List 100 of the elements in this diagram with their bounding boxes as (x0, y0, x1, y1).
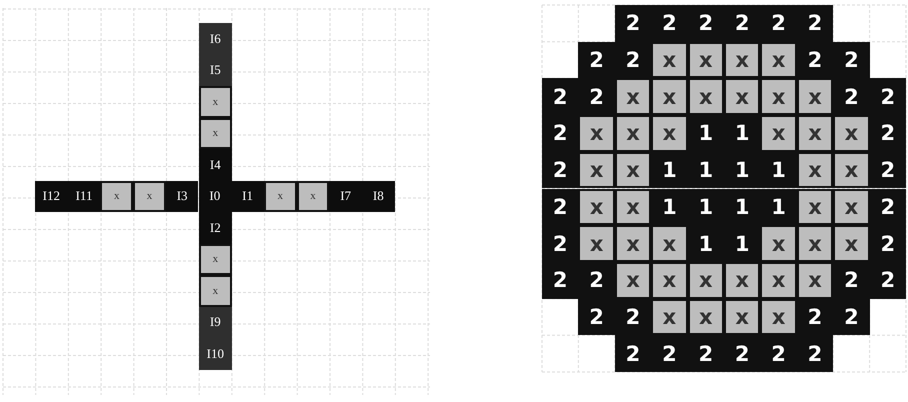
grid-cell: I12 (35, 180, 68, 212)
grid-cell: x (651, 262, 688, 299)
grid-cell: 2 (870, 115, 906, 152)
grid-cell: x (651, 78, 688, 116)
grid-cell: 1 (724, 152, 760, 188)
grid-cell: x (651, 225, 688, 262)
grid-cell: x (724, 78, 760, 116)
grid-cell: I6 (199, 23, 232, 54)
grid-cell: 2 (578, 298, 615, 336)
grid-cell: x (760, 42, 797, 78)
grid-cell: I7 (329, 180, 362, 212)
grid-cell: x (296, 180, 330, 212)
grid-cell: 2 (614, 42, 652, 78)
grid-cell: I11 (68, 180, 100, 212)
grid-cell: x (614, 188, 652, 226)
grid-cell: 2 (578, 78, 615, 116)
grid-cell: x (796, 115, 834, 152)
grid-cell: 2 (542, 115, 578, 152)
grid-cell: x (688, 42, 724, 78)
grid-cell: 1 (688, 225, 724, 262)
grid-cell: x (796, 262, 834, 299)
grid-cell: x (614, 78, 652, 116)
grid-cell: 2 (760, 335, 797, 372)
grid-cell: x (760, 262, 797, 299)
grid-cell: x (614, 115, 652, 152)
grid-cell: x (724, 262, 760, 299)
grid-cell: x (688, 262, 724, 299)
grid-cell: x (578, 225, 615, 262)
grid-cell: 1 (724, 225, 760, 262)
grid-cell: x (578, 115, 615, 152)
grid-cell: 2 (542, 262, 578, 299)
grid-cell: 2 (651, 335, 688, 372)
grid-cell: 1 (724, 188, 760, 226)
grid-cell: x (614, 152, 652, 188)
grid-cell: 2 (651, 5, 688, 42)
grid-cell: 2 (724, 335, 760, 372)
grid-cell: x (760, 78, 797, 116)
grid-cell: I5 (199, 54, 232, 86)
grid-cell: 2 (796, 335, 834, 372)
grid-cell: x (199, 86, 232, 118)
grid-cell: 2 (760, 5, 797, 42)
grid-cell: 2 (542, 152, 578, 188)
grid-cell: 1 (651, 188, 688, 226)
grid-cell: x (133, 180, 166, 212)
grid-cell: 1 (724, 115, 760, 152)
grid-cell: x (833, 115, 870, 152)
grid-cell: 2 (870, 152, 906, 188)
grid-cell: x (796, 152, 834, 188)
grid-cell: x (724, 298, 760, 336)
grid-cell: x (796, 225, 834, 262)
grid-cell: x (199, 244, 232, 275)
grid-cell: x (796, 78, 834, 116)
grid-cell: 1 (760, 188, 797, 226)
grid-cell: 2 (870, 188, 906, 226)
grid-cell: 2 (614, 335, 652, 372)
grid-cell: 2 (614, 298, 652, 336)
grid-cell: 1 (760, 152, 797, 188)
grid-cell: 2 (542, 78, 578, 116)
grid-cell: I3 (166, 180, 198, 212)
grid-cell: x (833, 152, 870, 188)
grid-cell: 2 (870, 262, 906, 299)
grid-cell: I2 (199, 212, 232, 244)
grid-cell: x (833, 225, 870, 262)
grid-cell: x (760, 115, 797, 152)
grid-cell: 2 (833, 78, 870, 116)
grid-cell: 2 (796, 42, 834, 78)
grid-cell: 2 (833, 42, 870, 78)
grid-cell: I10 (199, 338, 232, 370)
grid-cell: I0 (198, 180, 232, 212)
grid-cell: 1 (688, 188, 724, 226)
grid-cell: x (199, 118, 232, 149)
grid-cell: 2 (614, 5, 652, 42)
grid-cell: 2 (542, 188, 578, 226)
grid-cell: x (578, 152, 615, 188)
grid-cell: 2 (796, 5, 834, 42)
grid-cell: x (688, 298, 724, 336)
grid-cell: 2 (870, 225, 906, 262)
grid-cell: x (614, 225, 652, 262)
grid-cell: x (724, 42, 760, 78)
grid-cell: x (651, 298, 688, 336)
grid-cell: 2 (724, 5, 760, 42)
grid-cell: 2 (870, 78, 906, 116)
grid-cell: x (760, 298, 797, 336)
grid-cell: 2 (796, 298, 834, 336)
grid-cell: 2 (833, 262, 870, 299)
grid-cell: 2 (578, 262, 615, 299)
grid-cell: x (199, 275, 232, 306)
grid-cell: I9 (199, 306, 232, 338)
grid-cell: I4 (199, 149, 232, 180)
grid-cell: 1 (651, 152, 688, 188)
grid-cell: x (833, 188, 870, 226)
grid-cell: 2 (688, 5, 724, 42)
grid-cell: x (651, 115, 688, 152)
grid-cell: x (100, 180, 134, 212)
grid-cell: 2 (578, 42, 615, 78)
grid-cell: 1 (688, 115, 724, 152)
grid-cell: x (651, 42, 688, 78)
grid-cell: 1 (688, 152, 724, 188)
grid-cell: 2 (688, 335, 724, 372)
grid-cell: x (760, 225, 797, 262)
